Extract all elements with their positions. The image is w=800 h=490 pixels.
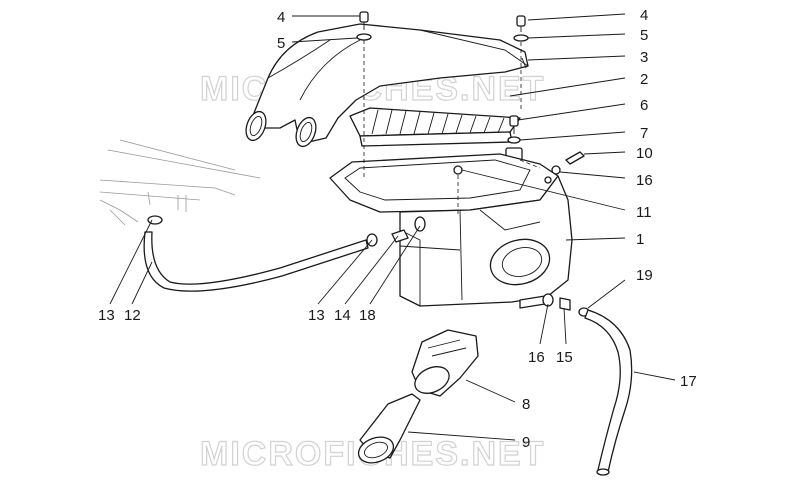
callout-16-bottom: 16 — [528, 349, 545, 366]
callout-13-left: 13 — [98, 307, 115, 324]
callout-13-mid: 13 — [308, 307, 325, 324]
grommets-left — [366, 216, 426, 247]
callout-11: 11 — [636, 204, 652, 221]
callout-3: 3 — [640, 49, 648, 66]
air-box — [329, 153, 573, 309]
callout-4-left: 4 — [277, 9, 285, 26]
washer-left-top — [356, 33, 372, 41]
callout-1: 1 — [636, 231, 644, 248]
callout-16-right: 16 — [636, 172, 653, 189]
screw-right-top — [516, 15, 526, 27]
callout-5-right: 5 — [640, 27, 648, 44]
leader-lines — [109, 13, 676, 441]
assembly-lines — [363, 40, 541, 215]
callout-2: 2 — [640, 71, 648, 88]
breather-hose-left — [143, 215, 369, 292]
callout-17: 17 — [680, 373, 697, 390]
callout-8: 8 — [522, 396, 530, 413]
callout-numbers: 4 5 4 5 3 2 6 7 10 16 11 1 19 17 13 12 1… — [98, 7, 697, 451]
screw-left-top — [359, 11, 369, 23]
intake-duct-cover — [245, 23, 529, 148]
callout-4-right: 4 — [640, 7, 648, 24]
callout-9: 9 — [522, 434, 530, 451]
screw-washer-top — [356, 11, 529, 42]
intake-boot — [411, 329, 479, 397]
callout-6: 6 — [640, 97, 648, 114]
callout-7: 7 — [640, 125, 648, 142]
drain-hose — [584, 309, 633, 476]
drain-fittings — [542, 293, 590, 317]
frame-sketch — [99, 139, 261, 226]
air-filter — [349, 107, 521, 147]
callout-14: 14 — [334, 307, 351, 324]
intake-tube — [357, 393, 421, 464]
callout-12: 12 — [124, 307, 141, 324]
side-screw — [551, 151, 585, 175]
washer-right-top — [513, 34, 529, 42]
callout-10: 10 — [636, 145, 653, 162]
callout-5-left: 5 — [277, 35, 285, 52]
callout-15: 15 — [556, 349, 573, 366]
callout-19: 19 — [636, 267, 653, 284]
callout-18: 18 — [359, 307, 376, 324]
